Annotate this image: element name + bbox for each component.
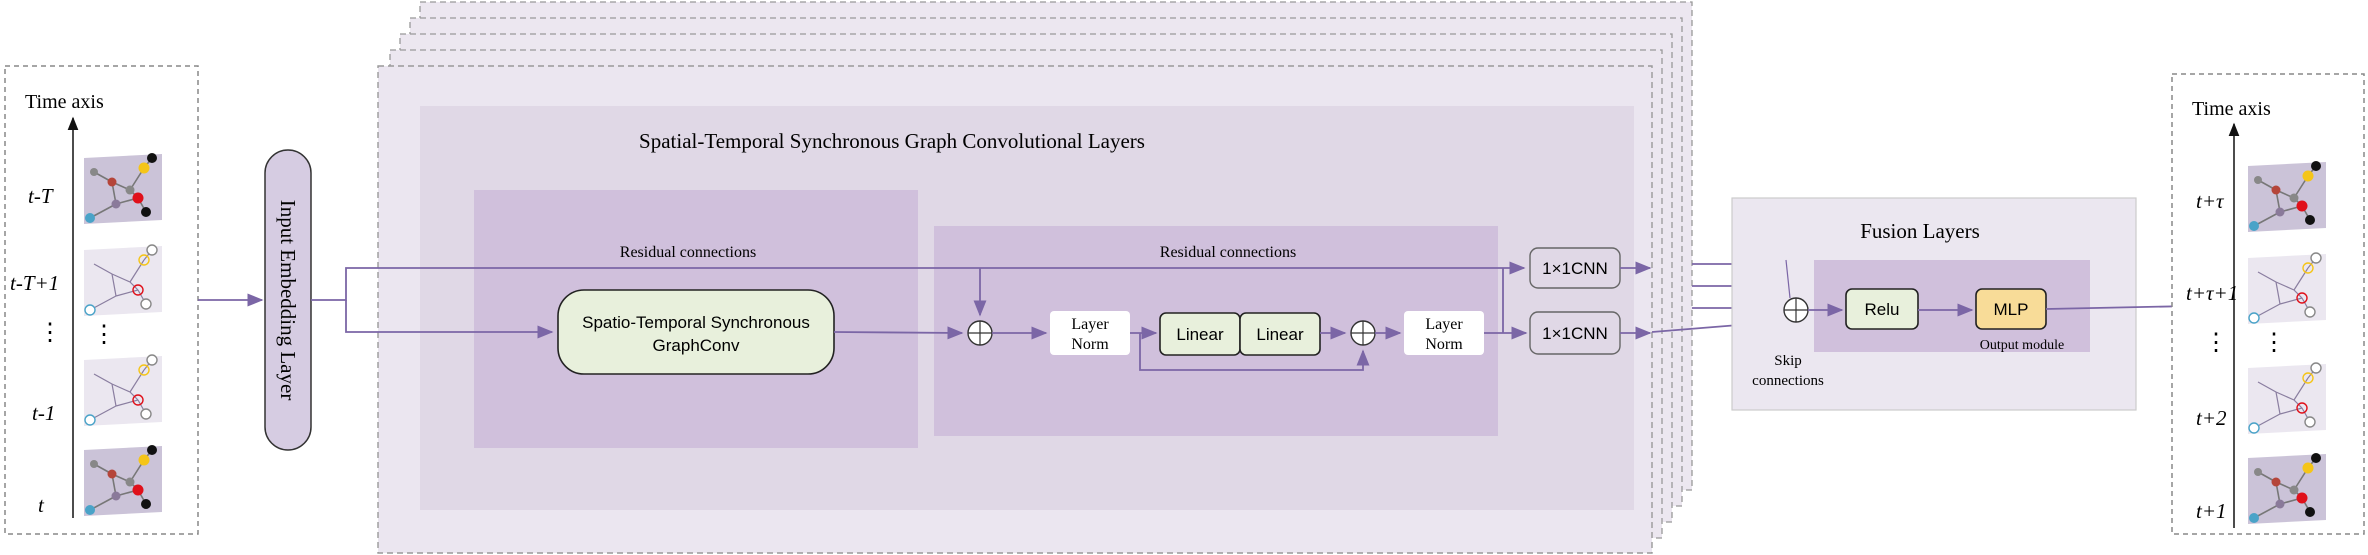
output-graph-thumb-0 (2248, 161, 2326, 232)
input-graph-thumb-3 (84, 445, 162, 516)
input-graph-thumb-1 (84, 244, 162, 316)
input-time-label-1: t-T+1 (10, 271, 59, 295)
fusion-title: Fusion Layers (1860, 219, 1980, 243)
input-time-label-4: t (38, 493, 45, 517)
output-time-label-3: t+2 (2196, 406, 2227, 430)
output-time-label-2: ⋮ (2204, 330, 2228, 356)
output-thumb-dots: ⋮ (2262, 330, 2286, 356)
input-panel: Time axis t-T t-T+1 ⋮ t-1 t ⋮ (4, 65, 199, 535)
input-graph-thumb-2 (84, 354, 162, 426)
output-graph-thumb-1 (2248, 252, 2326, 324)
fusion-layers: Fusion Layers Relu MLP Output module Ski… (1731, 197, 2194, 411)
flow-arrows (311, 257, 1778, 371)
output-graph-thumb-3 (2248, 453, 2326, 524)
graphconv-label-line1: Spatio-Temporal Synchronous (582, 313, 810, 332)
input-time-label-2: ⋮ (38, 320, 62, 346)
input-time-label-0: t-T (28, 184, 54, 208)
cnn-top-label: 1×1CNN (1542, 259, 1608, 278)
layer-norm-1-line1: Layer (1071, 316, 1109, 333)
relu-box (1845, 288, 1919, 330)
relu-label: Relu (1865, 300, 1900, 319)
mlp-label: MLP (1994, 300, 2029, 319)
input-time-label-3: t-1 (32, 401, 55, 425)
output-panel: Time axis t+τ t+τ+1 ⋮ t+2 t+1 ⋮ (2171, 73, 2365, 535)
skip-label-line2: connections (1752, 373, 1824, 389)
skip-sum-node (1783, 297, 1809, 323)
output-module-label: Output module (1980, 338, 2064, 353)
sum-node-1 (967, 320, 993, 346)
linear-1-label: Linear (1176, 325, 1224, 344)
left-residual-label: Residual connections (620, 244, 756, 261)
skip-label-line1: Skip (1774, 353, 1802, 369)
arrow-mlp-to-output (2045, 299, 2194, 313)
layer-norm-2-line2: Norm (1425, 336, 1463, 353)
sum-node-2 (1350, 320, 1376, 346)
cnn-bottom-label: 1×1CNN (1542, 324, 1608, 343)
graphconv-label-line2: GraphConv (653, 336, 740, 355)
layer-norm-1-line2: Norm (1071, 336, 1109, 353)
stsgcl-title: Spatial-Temporal Synchronous Graph Convo… (639, 129, 1145, 153)
output-axis-label: Time axis (2192, 98, 2271, 120)
input-thumb-dots: ⋮ (92, 322, 116, 348)
arrow-graphconv-to-sum (833, 326, 964, 340)
stsgcl-block: Spatial-Temporal Synchronous Graph Convo… (420, 106, 1634, 510)
graphconv-box (557, 289, 835, 375)
arrow-to-cnn-top (311, 261, 1526, 301)
arrow-residual-2 (1139, 333, 1370, 371)
right-residual-label: Residual connections (1160, 244, 1296, 261)
layer-norm-1 (1050, 311, 1130, 355)
linear-2-label: Linear (1256, 325, 1304, 344)
output-graph-thumb-2 (2248, 362, 2326, 434)
layer-norm-2-line1: Layer (1425, 316, 1463, 333)
output-time-label-4: t+1 (2196, 499, 2227, 523)
input-graph-thumb-0 (84, 153, 162, 224)
input-axis-label: Time axis (25, 91, 104, 113)
skip-converge-line (1785, 259, 1791, 299)
output-time-label-0: t+τ (2196, 189, 2225, 213)
linear-2-box (1239, 312, 1321, 356)
input-embedding-layer: Input Embedding Layer (264, 149, 312, 451)
layer-norm-2 (1404, 311, 1484, 355)
arrow-to-graphconv (345, 300, 554, 339)
output-time-label-1: t+τ+1 (2186, 281, 2238, 305)
embedding-label: Input Embedding Layer (276, 200, 300, 401)
